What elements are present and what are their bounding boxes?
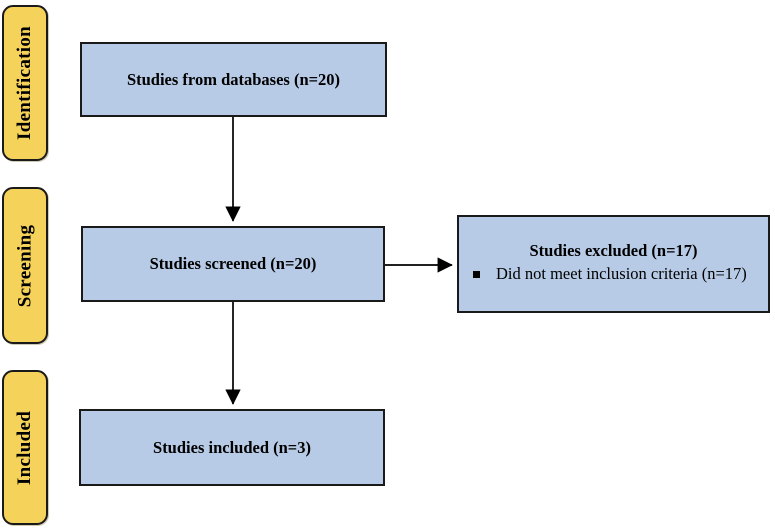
box-studies-from-databases: Studies from databases (n=20) [80,42,387,117]
box-studies-screened-text: Studies screened (n=20) [149,254,317,273]
stage-label-identification: Identification [2,5,48,161]
stage-label-identification-text: Identification [14,26,36,140]
excluded-reason-text: Did not meet inclusion criteria (n=17) [496,264,747,284]
box-studies-included: Studies included (n=3) [79,409,385,486]
stage-label-screening: Screening [2,187,48,344]
box-studies-excluded-title: Studies excluded (n=17) [529,240,698,260]
stage-label-screening-text: Screening [14,224,36,307]
bullet-square-icon [473,271,480,279]
excluded-reason-item: Did not meet inclusion criteria (n=17) [469,263,758,286]
box-studies-included-text: Studies included (n=3) [153,437,311,457]
stage-label-included-text: Included [14,410,35,485]
stage-label-included: Included [2,370,48,525]
box-studies-from-databases-text: Studies from databases (n=20) [126,69,341,89]
box-studies-excluded: Studies excluded (n=17) Did not meet inc… [457,215,770,313]
box-studies-screened: Studies screened (n=20) [81,226,385,302]
